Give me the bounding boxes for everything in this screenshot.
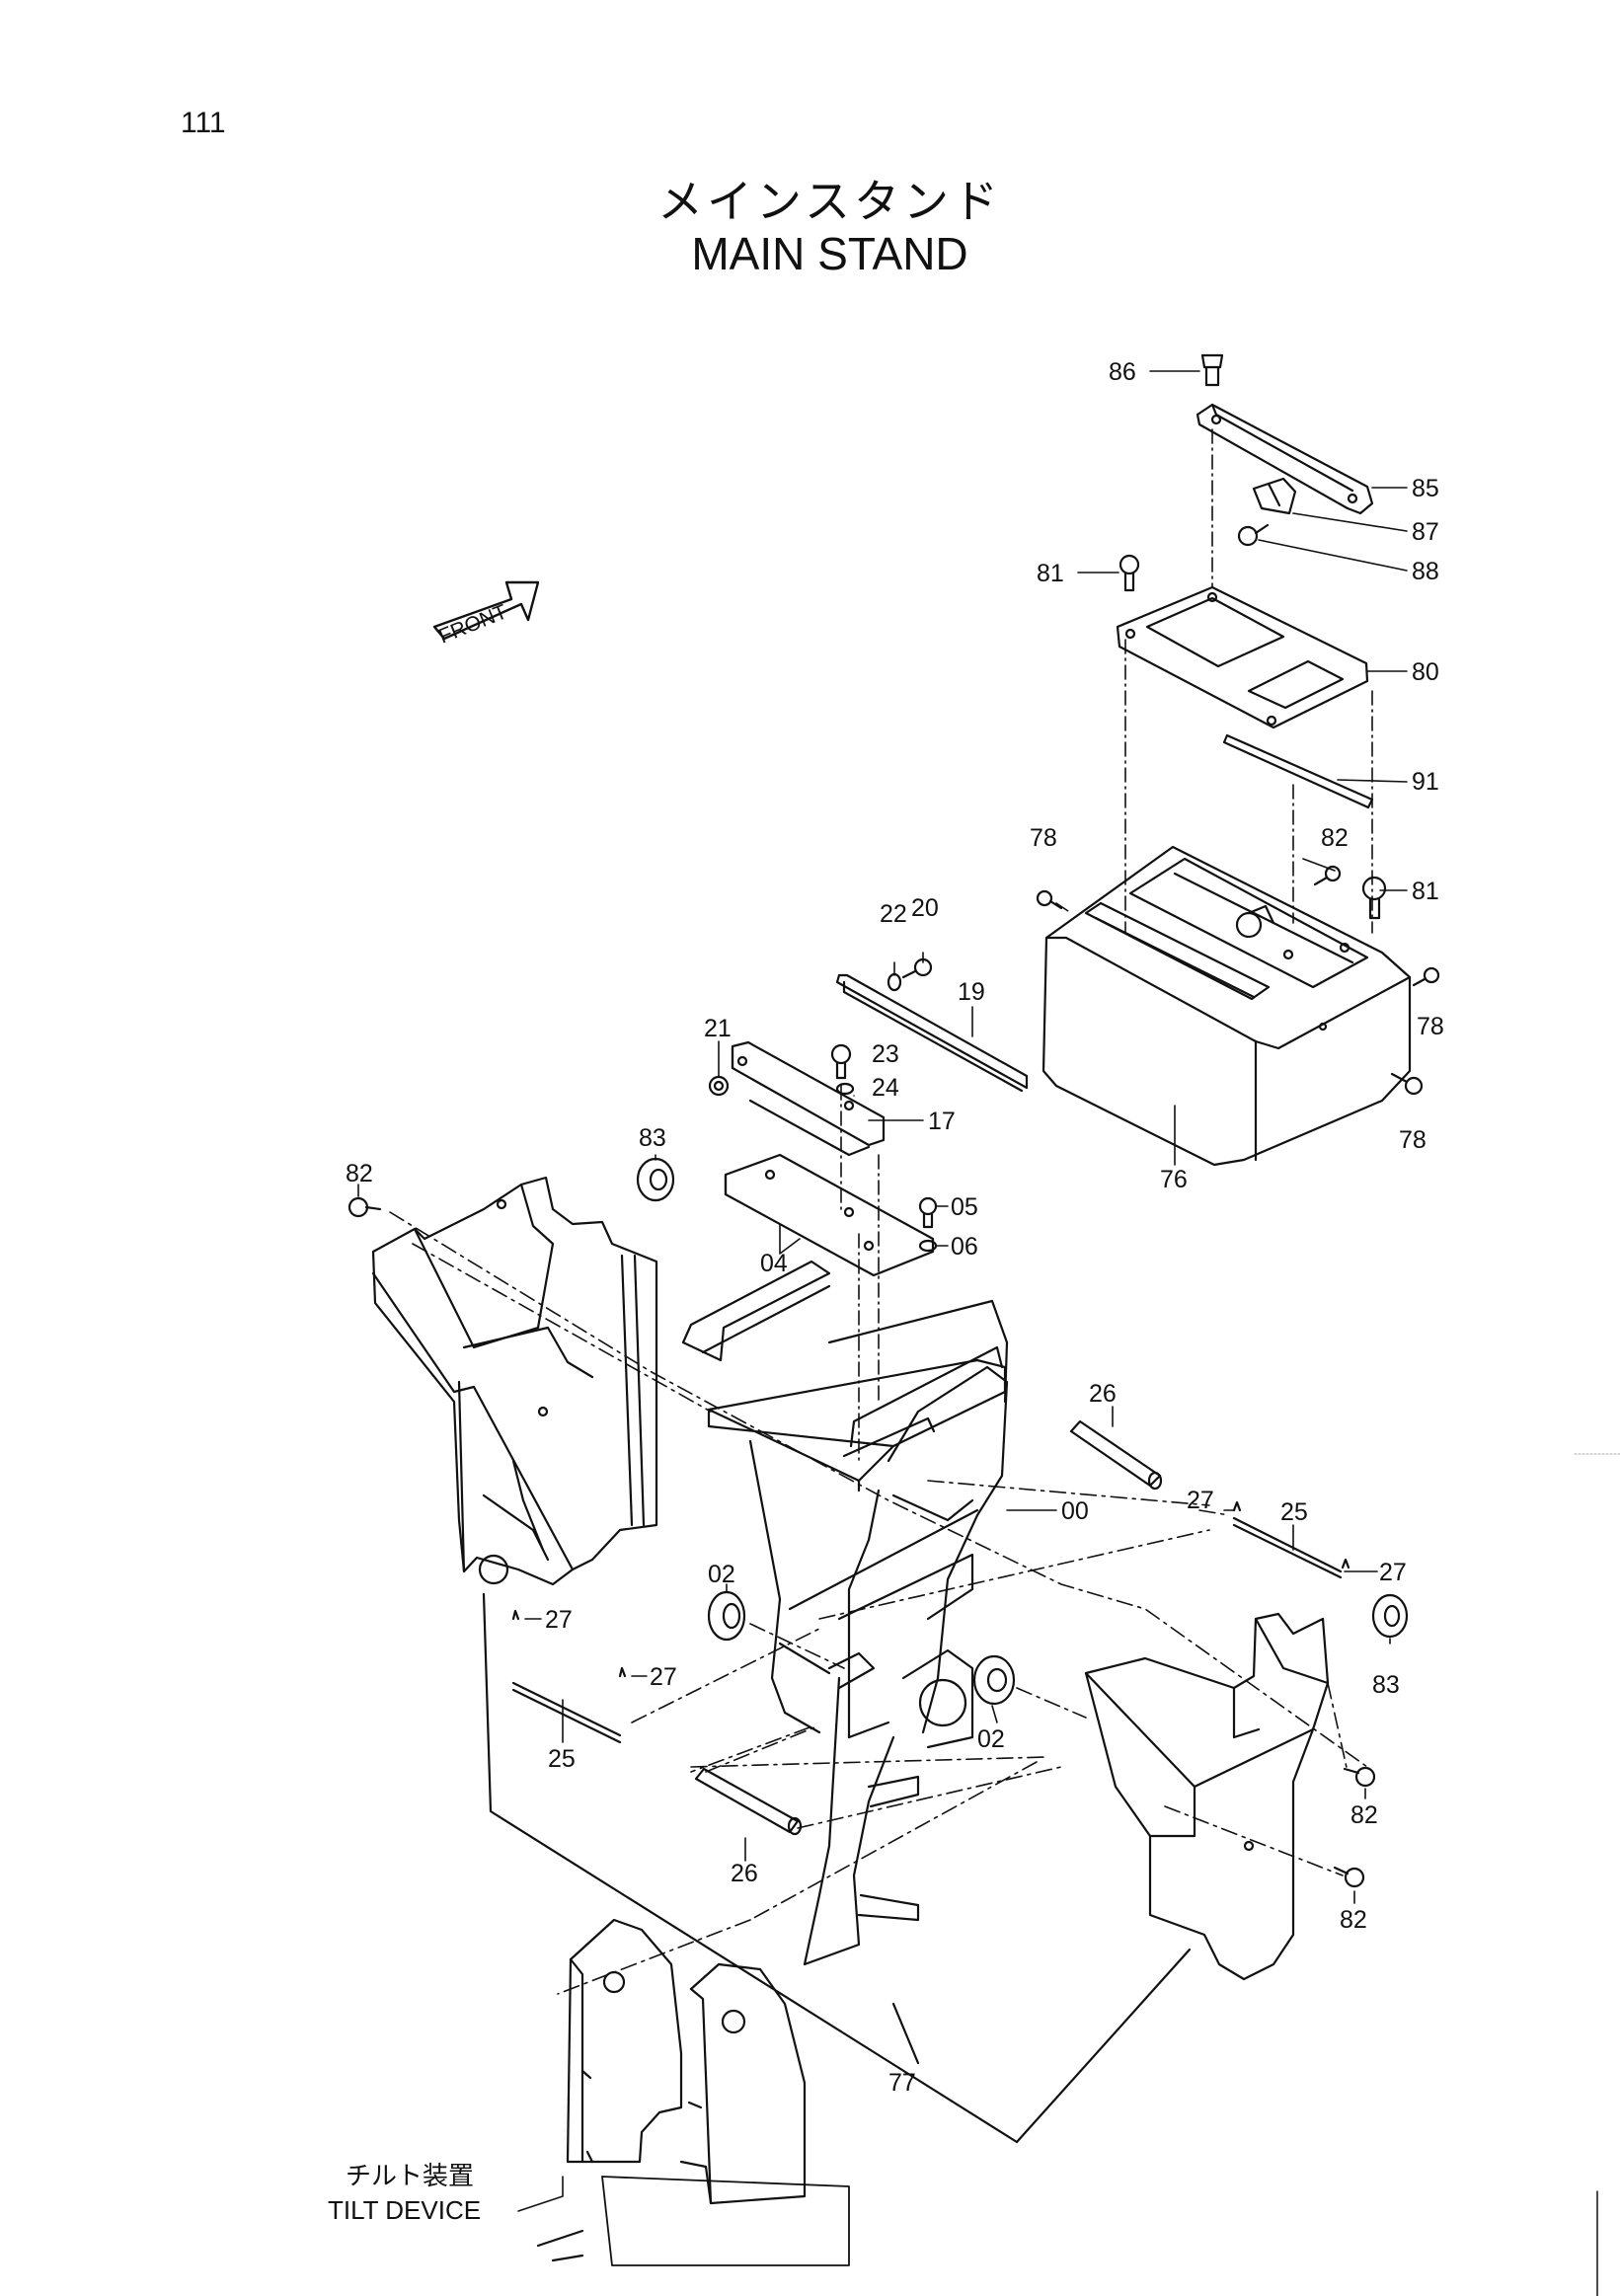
callout-25: 25 xyxy=(548,1745,576,1773)
callout-81: 81 xyxy=(1412,878,1439,905)
page-number: 111 xyxy=(181,107,226,139)
callout-78: 78 xyxy=(1399,1126,1427,1154)
callout-05: 05 xyxy=(951,1193,978,1221)
callout-22: 22 xyxy=(880,900,907,928)
callout-23: 23 xyxy=(872,1040,899,1068)
alignment-lines-main xyxy=(389,1211,1368,1995)
main-stand-00 xyxy=(681,1260,1009,1966)
bolt-82-left xyxy=(347,1196,382,1218)
grommet-83-right xyxy=(1371,1593,1409,1639)
console-box-76 xyxy=(1041,845,1412,1167)
callout-19: 19 xyxy=(958,978,985,1006)
grommet-83-left xyxy=(636,1157,675,1202)
callout-78: 78 xyxy=(1417,1013,1444,1040)
callout-76: 76 xyxy=(1160,1166,1188,1193)
bushing-02-upper xyxy=(707,1590,746,1642)
bolt-82-right-lower xyxy=(1333,1866,1365,1888)
callout-27: 27 xyxy=(1187,1487,1214,1514)
left-bracket-77 xyxy=(371,1176,658,1586)
washer-24 xyxy=(835,1082,855,1096)
callout-26: 26 xyxy=(731,1860,758,1887)
rod-25-right xyxy=(1232,1500,1350,1579)
screw-78-right-upper xyxy=(1412,966,1440,987)
bolt-81-console xyxy=(1361,876,1387,920)
panel-80 xyxy=(1116,585,1369,729)
tilt-device-label: TILT DEVICE xyxy=(328,2195,481,2225)
pin-26-lower xyxy=(694,1767,803,1836)
callout-88: 88 xyxy=(1412,558,1439,585)
callout-20: 20 xyxy=(911,894,939,922)
callout-82: 82 xyxy=(1350,1801,1378,1829)
bushing-02-lower xyxy=(972,1654,1016,1706)
callout-82: 82 xyxy=(1321,824,1349,852)
bolt-20 xyxy=(901,957,933,979)
callout-02: 02 xyxy=(977,1725,1005,1753)
callout-04: 04 xyxy=(760,1250,788,1277)
pin-26-upper xyxy=(1069,1419,1163,1491)
callout-27: 27 xyxy=(650,1663,677,1691)
front-arrow-icon: FRONT xyxy=(432,580,540,649)
latch-87 xyxy=(1252,477,1297,515)
callout-27: 27 xyxy=(1379,1559,1407,1586)
alignment-lines-upper xyxy=(1055,428,1373,934)
callout-21: 21 xyxy=(704,1015,732,1042)
callout-27: 27 xyxy=(545,1606,573,1634)
callout-91: 91 xyxy=(1412,768,1439,796)
callout-80: 80 xyxy=(1412,658,1439,686)
plate-19 xyxy=(835,973,1029,1093)
bracket-77-frame xyxy=(482,1592,1192,2144)
callout-82: 82 xyxy=(1340,1906,1367,1934)
nut-21 xyxy=(708,1075,730,1097)
tilt-device-label-japanese: チルト装置 xyxy=(346,2161,474,2190)
rod-25-left xyxy=(511,1609,627,1744)
callout-26: 26 xyxy=(1089,1380,1117,1408)
bolt-05 xyxy=(918,1196,938,1229)
alignment-lines-plates xyxy=(840,1085,880,1462)
screw-82-console xyxy=(1313,865,1342,886)
screw-78-left xyxy=(1036,889,1063,910)
callout-82: 82 xyxy=(346,1160,373,1187)
callout-labels: 86 85 87 88 81 80 91 78 82 81 78 78 76 2… xyxy=(346,358,1444,2097)
callout-17: 17 xyxy=(928,1108,956,1135)
page-title-japanese: メインスタンド xyxy=(656,176,1003,227)
bolt-23 xyxy=(830,1043,852,1080)
bolt-86 xyxy=(1200,353,1224,387)
callout-87: 87 xyxy=(1412,518,1439,546)
bolt-81 xyxy=(1119,554,1140,592)
callout-24: 24 xyxy=(872,1074,899,1102)
callout-85: 85 xyxy=(1412,475,1439,502)
front-label: FRONT xyxy=(435,600,510,648)
callout-25: 25 xyxy=(1280,1498,1308,1526)
callout-00: 00 xyxy=(1061,1497,1089,1525)
callout-02: 02 xyxy=(708,1561,735,1588)
callout-81: 81 xyxy=(1037,560,1064,587)
plate-04 xyxy=(724,1153,935,1277)
strip-91 xyxy=(1222,733,1374,809)
callout-leaders xyxy=(357,370,1408,2212)
bracket-85 xyxy=(1196,403,1374,515)
callout-77: 77 xyxy=(888,2069,916,2097)
callout-83: 83 xyxy=(1372,1671,1400,1699)
screw-78-right-lower xyxy=(1390,1072,1424,1096)
washer-22 xyxy=(887,972,902,992)
page-title: MAIN STAND xyxy=(691,228,968,279)
screw-88 xyxy=(1237,523,1270,547)
tilt-device xyxy=(536,1918,850,2266)
bolt-82-right-upper xyxy=(1343,1766,1376,1788)
callout-83: 83 xyxy=(639,1124,666,1152)
plate-17 xyxy=(731,1040,886,1157)
right-bracket xyxy=(1084,1612,1330,1981)
callout-86: 86 xyxy=(1109,358,1136,386)
callout-78: 78 xyxy=(1030,824,1057,852)
callout-06: 06 xyxy=(951,1233,978,1261)
